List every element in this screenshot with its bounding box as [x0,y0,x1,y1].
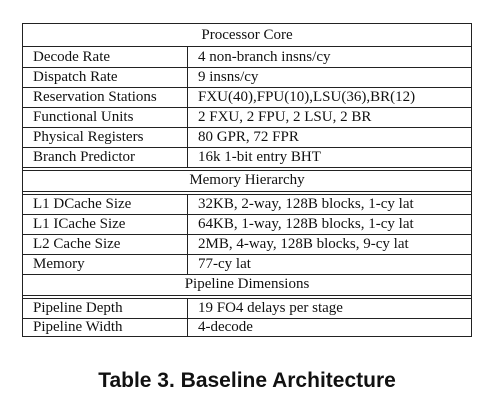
row-key: L2 Cache Size [33,236,121,252]
divider [23,107,471,108]
row-key: L1 DCache Size [33,196,132,212]
divider [23,127,471,128]
divider [23,298,471,299]
row-key: Decode Rate [33,49,111,65]
divider [23,214,471,215]
divider [23,194,471,195]
table-caption: Table 3. Baseline Architecture [98,369,396,392]
row-value: 9 insns/cy [198,69,259,85]
row-value: 64KB, 1-way, 128B blocks, 1-cy lat [198,216,414,232]
row-value: 32KB, 2-way, 128B blocks, 1-cy lat [198,196,414,212]
row-value: 77-cy lat [198,256,251,272]
row-value: 2 FXU, 2 FPU, 2 LSU, 2 BR [198,109,372,125]
section-header-memory-hierarchy: Memory Hierarchy [189,172,305,188]
divider [23,170,471,171]
section-header-pipeline-dimensions: Pipeline Dimensions [184,276,310,292]
row-value: 19 FO4 delays per stage [198,300,343,316]
row-value: 4 non-branch insns/cy [198,49,331,65]
divider [23,191,471,192]
divider [23,147,471,148]
divider [23,87,471,88]
divider [23,295,471,296]
row-value: 80 GPR, 72 FPR [198,129,299,145]
row-value: FXU(40),FPU(10),LSU(36),BR(12) [198,89,416,105]
row-key: Physical Registers [33,129,144,145]
divider [23,254,471,255]
row-value: 2MB, 4-way, 128B blocks, 9-cy lat [198,236,409,252]
divider [23,167,471,168]
row-key: Dispatch Rate [33,69,118,85]
row-key: Pipeline Depth [33,300,123,316]
row-key: L1 ICache Size [33,216,126,232]
row-value: 4-decode [198,319,253,335]
row-key: Branch Predictor [33,149,136,165]
row-key: Reservation Stations [33,89,157,105]
row-key: Functional Units [33,109,134,125]
row-key: Pipeline Width [33,319,123,335]
row-value: 16k 1-bit entry BHT [198,149,321,165]
divider [23,234,471,235]
baseline-architecture-table: Processor Core Decode Rate 4 non-branch … [22,23,472,337]
section-header-processor-core: Processor Core [201,27,293,43]
divider [23,46,471,47]
row-key: Memory [33,256,85,272]
divider [23,274,471,275]
divider [23,318,471,319]
divider [23,67,471,68]
